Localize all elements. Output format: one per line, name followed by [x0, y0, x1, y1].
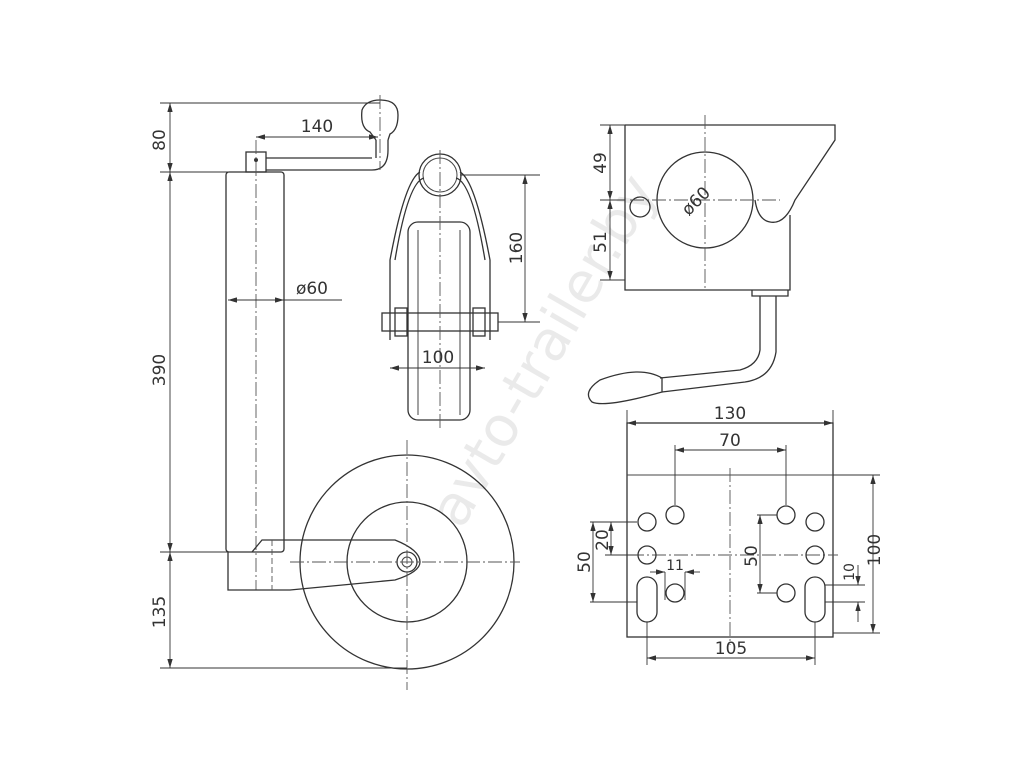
dim-slot-10: 10: [842, 563, 858, 581]
dim-fork-height: 160: [507, 232, 527, 264]
watermark: avto-trailer.by: [417, 164, 670, 538]
dim-tube-length: 390: [150, 354, 170, 386]
plate-view: 130 70 105 100 50 20 50 11 10: [575, 404, 885, 665]
front-view: 160 100: [381, 150, 540, 430]
dim-slot-span: 105: [715, 639, 747, 659]
dim-left-50: 50: [575, 551, 595, 573]
dim-plate-height: 100: [865, 534, 885, 566]
dim-clamp-lower: 51: [591, 231, 611, 253]
dim-clamp-bore: ø60: [678, 183, 715, 220]
dim-handle-height: 80: [150, 129, 170, 151]
clamp-view: 49 51 ø60: [587, 115, 836, 405]
dim-left-20: 20: [593, 529, 613, 551]
dim-handle-reach: 140: [301, 117, 333, 137]
dim-clamp-upper: 49: [591, 152, 611, 174]
dim-plate-width: 130: [714, 404, 746, 424]
side-view: 80 390 135 140 ø60: [150, 95, 520, 690]
dim-inner-holes: 70: [719, 431, 741, 451]
dim-wheel-width: 100: [422, 348, 454, 368]
dim-mid-50: 50: [742, 545, 762, 567]
dim-hole-11: 11: [666, 558, 684, 574]
dim-tube-diameter: ø60: [296, 279, 328, 299]
dim-bottom: 135: [150, 596, 170, 628]
